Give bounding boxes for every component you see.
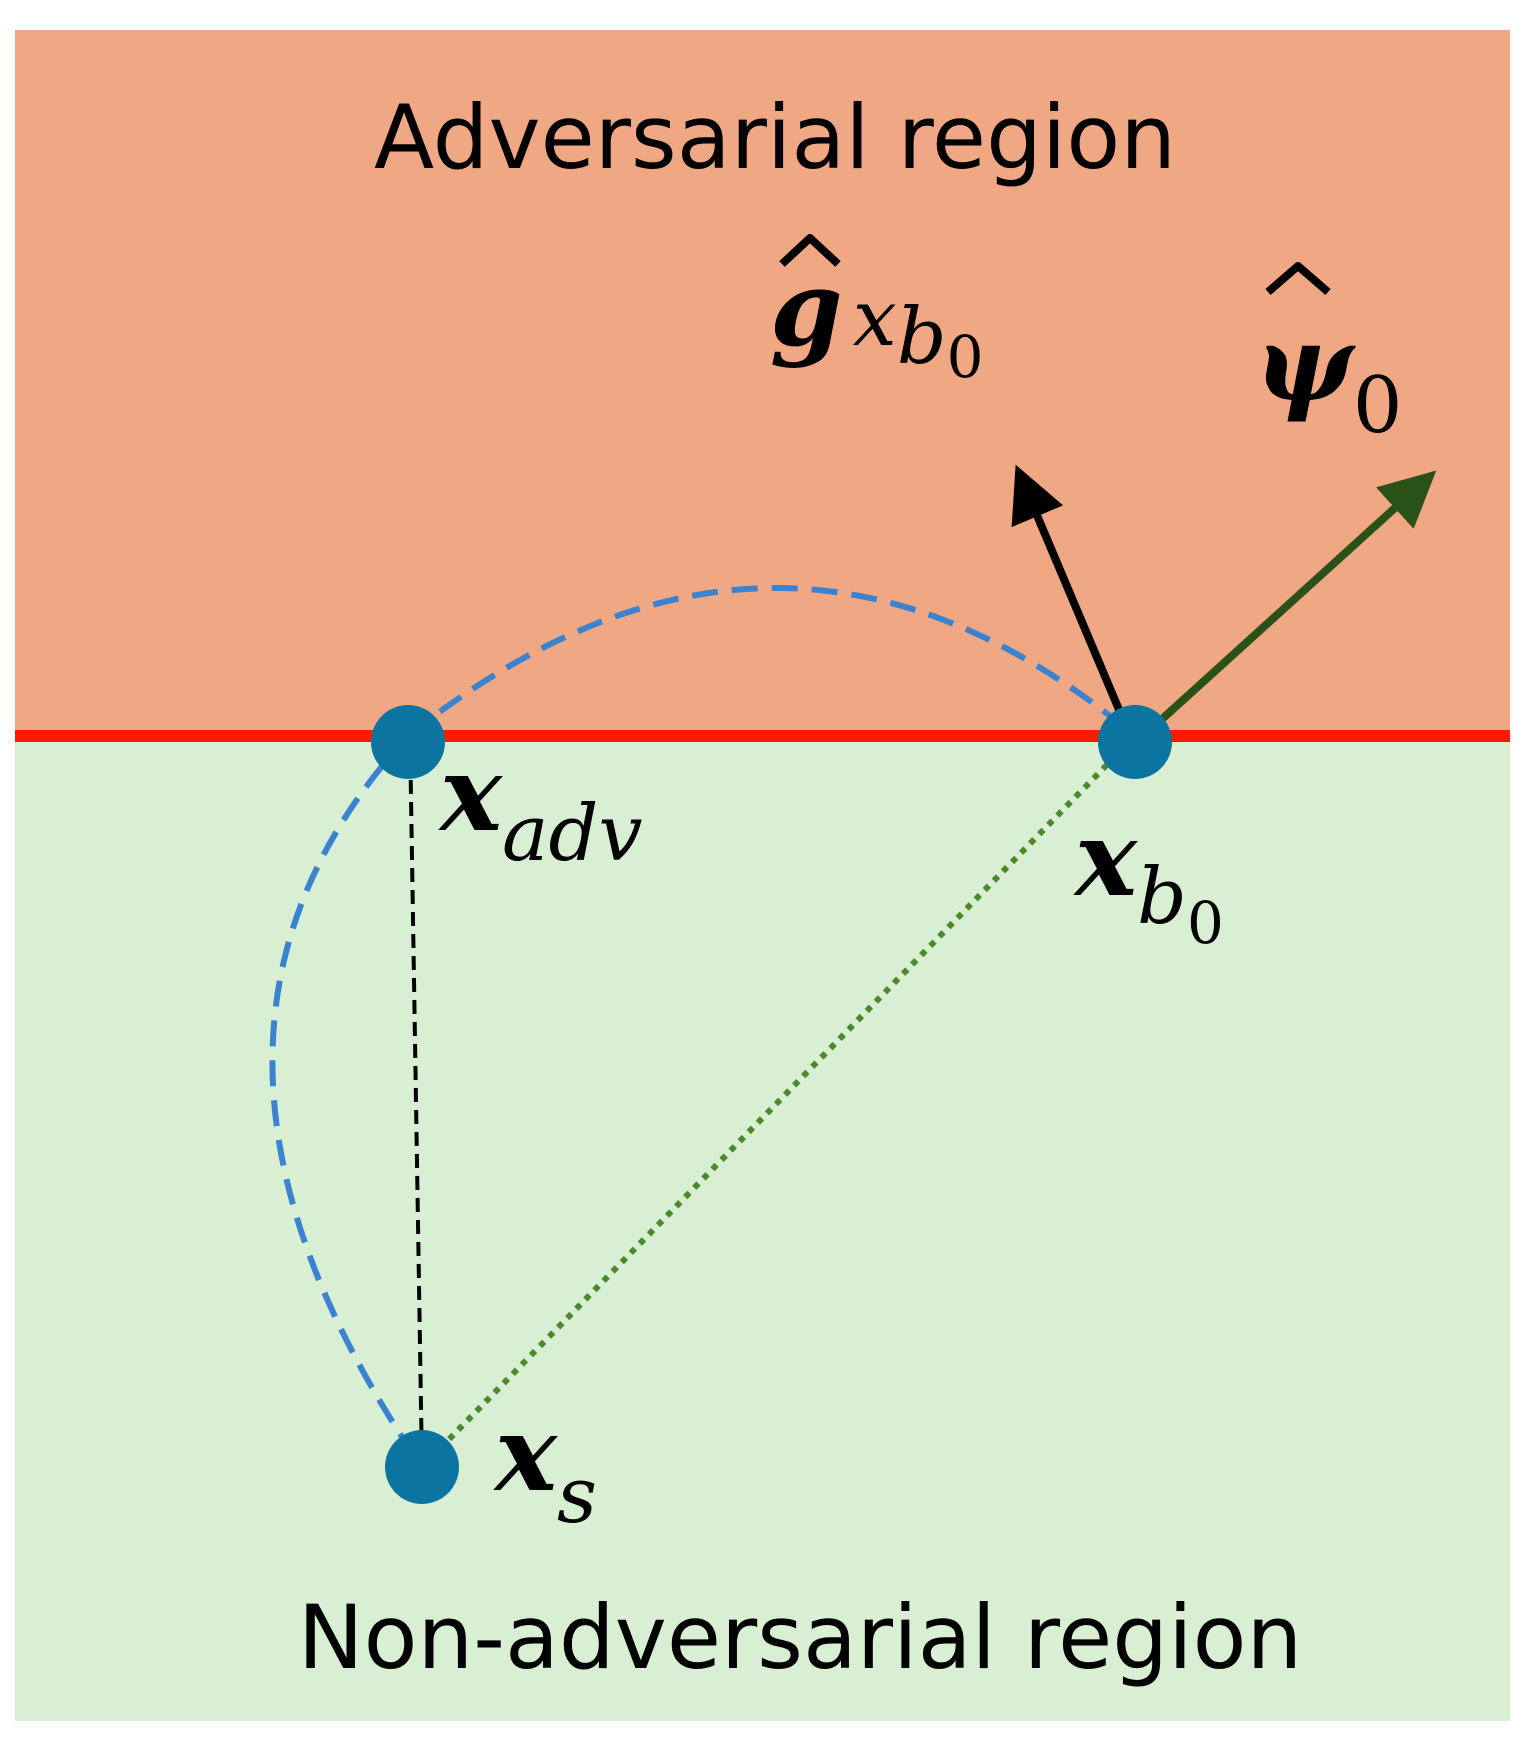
label-x-adv: xadv xyxy=(438,732,643,879)
g-hat-arrow xyxy=(1011,464,1124,714)
label-psi-hat: ψ0 xyxy=(1255,262,1403,451)
point-x-b0 xyxy=(1098,705,1172,779)
g-hat-caret xyxy=(779,234,841,267)
label-x-b0: xb0 xyxy=(1073,797,1224,957)
black-dashed-line xyxy=(408,735,424,1468)
left-arc xyxy=(269,733,425,1469)
non-adversarial-region-label: Non-adversarial region xyxy=(298,1586,1302,1689)
svg-text:ψ0: ψ0 xyxy=(1255,302,1403,451)
green-dotted-line xyxy=(419,733,1138,1470)
non-adversarial-region xyxy=(15,736,1510,1721)
point-x-adv xyxy=(371,705,445,779)
point-x-s xyxy=(385,1430,459,1504)
upper-arc xyxy=(406,585,1137,739)
adversarial-region xyxy=(15,30,1510,736)
psi-hat-arrow xyxy=(1147,470,1437,733)
psi-hat-caret xyxy=(1265,262,1331,296)
adversarial-region-label: Adversarial region xyxy=(374,86,1176,189)
label-x-s: xs xyxy=(493,1392,597,1541)
